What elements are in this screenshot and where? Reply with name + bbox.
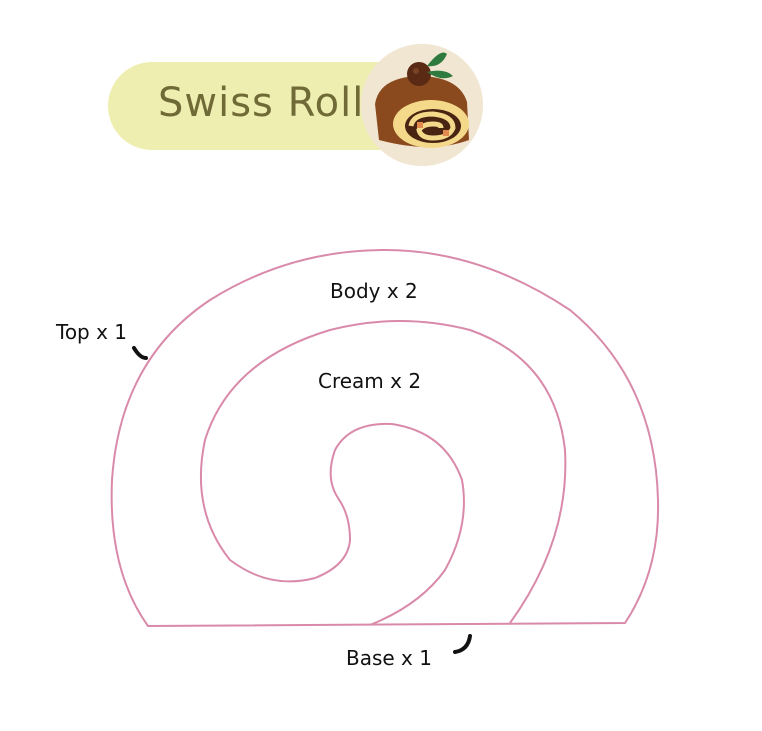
page-title: Swiss Roll [158,80,365,126]
title-banner [108,62,408,150]
top-pointer-mark [132,346,148,360]
body-piece-outline [110,248,660,628]
base-pointer-mark [453,634,472,654]
cream-piece-outline [199,320,567,626]
base-label: Base x 1 [346,646,432,670]
body-label: Body x 2 [330,279,418,303]
top-label: Top x 1 [56,320,128,344]
swiss-roll-photo-icon [361,44,483,166]
cream-label: Cream x 2 [318,369,422,393]
